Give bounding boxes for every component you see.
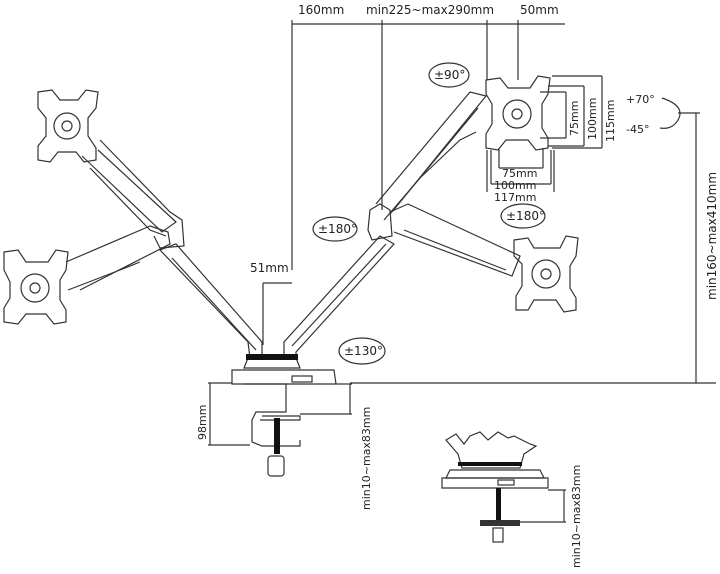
vesa-plate-left-lower: [3, 249, 69, 325]
vesa-vertical-dimensions: [540, 75, 603, 149]
arm-central-right: [283, 235, 395, 359]
desk-clamp-base: [231, 369, 337, 385]
tilt-down-label: -45°: [626, 123, 649, 136]
arm-central-left: [158, 243, 263, 359]
desk-thickness-clamp-dimension: [300, 383, 352, 415]
desk-thickness-clamp-label: min10~max83mm: [360, 407, 373, 510]
rotation-badge-base: [338, 337, 386, 365]
grommet-mount: [441, 431, 549, 543]
pole-width-dimension: [262, 282, 292, 345]
vesa-plate-right-lower: [513, 235, 579, 313]
desk-clamp: [244, 383, 301, 477]
plate-offset-label: 50mm: [520, 3, 559, 17]
base-offset-label: 160mm: [298, 3, 344, 17]
rotation-badge-screen: [428, 62, 470, 88]
screen-rotate-label: ±90°: [434, 68, 465, 82]
desk-thickness-grommet-dimension: [520, 489, 566, 523]
desk-thickness-grommet-label: min10~max83mm: [570, 465, 583, 568]
vesa-h-100-label: 100mm: [494, 179, 536, 192]
pole-width-label: 51mm: [250, 261, 289, 275]
top-dimension-line: [291, 20, 565, 270]
vesa-h-117-label: 117mm: [494, 191, 536, 204]
rotation-badge-head: [500, 203, 546, 229]
clamp-height-dimension: [208, 382, 250, 446]
height-range-label: min160~max410mm: [705, 172, 719, 300]
base-collar: [243, 354, 301, 369]
vesa-h-75-label: 75mm: [502, 167, 537, 180]
height-dimension: [350, 112, 716, 384]
arm-reach-label: min225~max290mm: [366, 3, 494, 17]
swivel-head-label: ±180°: [506, 209, 545, 223]
swivel-elbow-label: ±180°: [318, 222, 357, 236]
vesa-v-100-label: 100mm: [586, 98, 599, 140]
vesa-v-115-label: 115mm: [604, 100, 617, 142]
arm-left-upper: [81, 139, 185, 249]
vesa-horizontal-dimensions: [486, 148, 555, 192]
vesa-plate-left-upper: [37, 89, 99, 163]
vesa-plate-right-upper: [485, 75, 551, 151]
arm-right-lower: [389, 203, 521, 277]
swivel-base-label: ±130°: [344, 344, 383, 358]
clamp-height-label: 98mm: [196, 405, 209, 440]
tilt-arc: [659, 97, 681, 129]
arm-left-lower: [65, 225, 171, 291]
vesa-v-75-label: 75mm: [568, 101, 581, 136]
arm-right-upper: [367, 91, 488, 241]
rotation-badge-elbow: [312, 216, 358, 242]
tilt-up-label: +70°: [626, 93, 655, 106]
